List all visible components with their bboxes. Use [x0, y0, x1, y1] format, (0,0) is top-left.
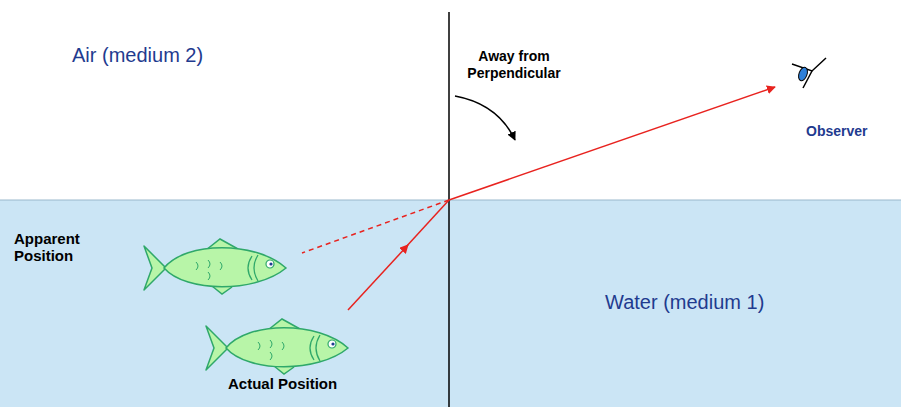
diagram-label: Away from Perpendicular [458, 48, 570, 82]
diagram-label: Actual Position [228, 375, 337, 392]
angle-arrow [455, 96, 515, 140]
diagram-label: Observer [806, 123, 867, 140]
observer-eye [792, 58, 826, 88]
diagram-label: Apparent Position [14, 230, 106, 264]
medium-label: Water (medium 1) [605, 290, 764, 314]
normal-line [448, 12, 450, 407]
refracted-ray [449, 87, 775, 200]
medium-band: Air (medium 2) [0, 0, 901, 200]
actual-fish [206, 319, 348, 374]
medium-ground [0, 0, 901, 200]
apparent-ray [302, 200, 449, 253]
medium-label: Air (medium 2) [72, 43, 203, 67]
incident-ray [348, 245, 408, 310]
apparent-fish [144, 239, 286, 294]
medium-band: Water (medium 1) [0, 200, 901, 407]
medium-ground [0, 200, 901, 407]
incident-ray [405, 200, 449, 248]
